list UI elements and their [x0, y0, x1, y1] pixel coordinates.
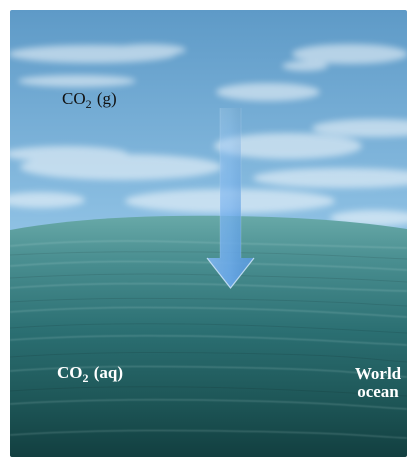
- co2-aq-state: (aq): [93, 363, 124, 382]
- co2-gas-subscript: 2: [85, 97, 92, 111]
- world-ocean-line-1: World: [354, 364, 402, 383]
- world-ocean-label: World ocean: [349, 365, 407, 401]
- co2-gas-state: (g): [96, 89, 117, 108]
- co2-gas-label: CO2 (g): [62, 90, 117, 111]
- ocean-sky-scene: CO2 (g) CO2 (aq) World ocean: [10, 10, 407, 457]
- world-ocean-line-2: ocean: [357, 381, 399, 401]
- co2-gas-formula: CO: [62, 89, 86, 108]
- co2-aq-label: CO2 (aq): [57, 364, 123, 385]
- co2-aq-formula: CO: [57, 363, 83, 382]
- scene-illustration: [10, 10, 407, 457]
- co2-transfer-arrow: [206, 108, 255, 289]
- co2-aq-subscript: 2: [82, 371, 89, 385]
